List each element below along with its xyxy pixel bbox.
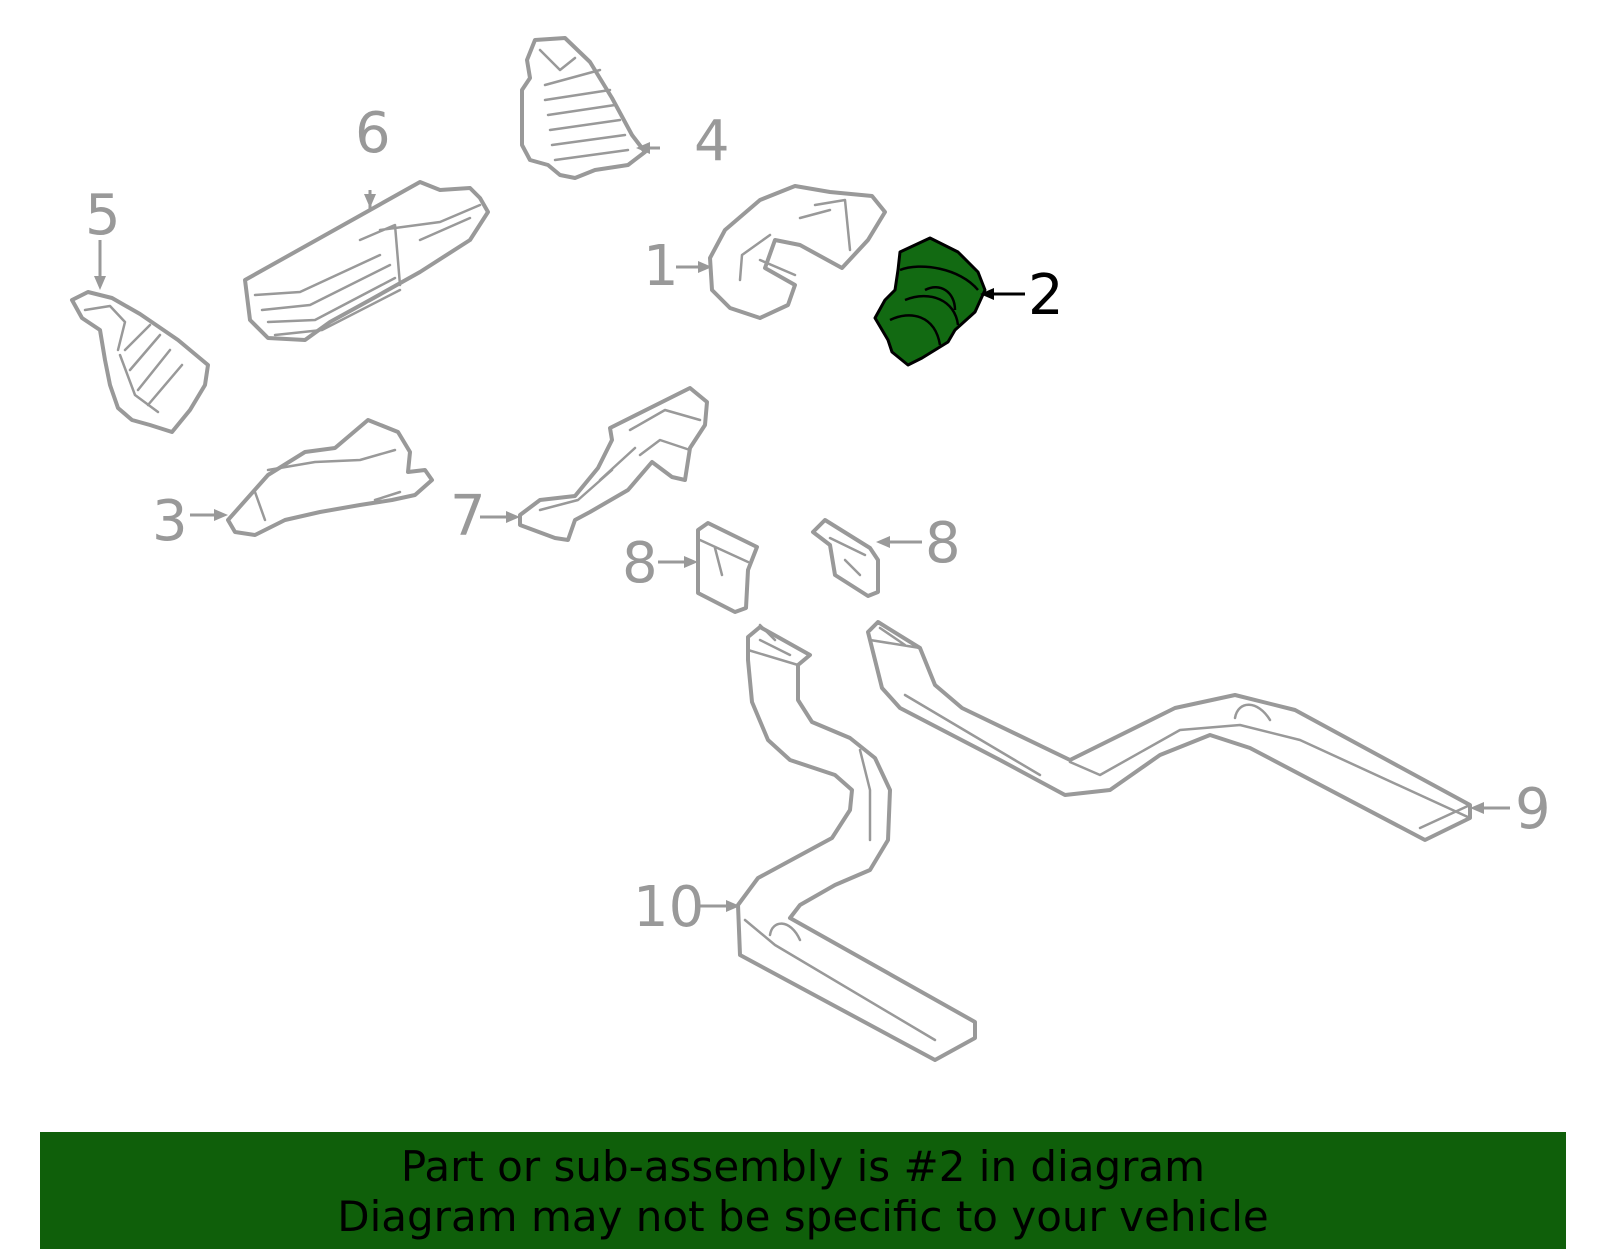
callout-4: 4 (694, 109, 730, 174)
part-6-duct (243, 180, 490, 342)
part-8-bracket-right (811, 518, 880, 598)
info-banner: Part or sub-assembly is #2 in diagram Di… (40, 1132, 1566, 1249)
part-5-vent (70, 290, 210, 434)
callout-6: 6 (355, 101, 391, 166)
part-1-duct (708, 184, 887, 320)
banner-line-1: Part or sub-assembly is #2 in diagram (400, 1142, 1206, 1191)
callout-3: 3 (152, 489, 188, 554)
part-8-bracket-left (696, 521, 759, 614)
part-9-duct (866, 620, 1472, 842)
banner-line-2: Diagram may not be specific to your vehi… (337, 1192, 1269, 1241)
part-4-vent (520, 36, 647, 180)
part-3-duct (226, 418, 434, 537)
callout-5: 5 (85, 183, 121, 248)
callout-2: 2 (1028, 263, 1064, 328)
callout-arrows (94, 142, 1510, 912)
part-10-duct (736, 623, 977, 1062)
part-7-duct (518, 386, 709, 542)
callout-1: 1 (643, 234, 679, 299)
part-2-duct-highlighted (873, 236, 987, 367)
callout-10: 10 (633, 875, 704, 940)
callout-9: 9 (1515, 777, 1551, 842)
callout-8-right: 8 (925, 511, 961, 576)
callout-8-left: 8 (622, 531, 658, 596)
callout-7: 7 (450, 484, 486, 549)
